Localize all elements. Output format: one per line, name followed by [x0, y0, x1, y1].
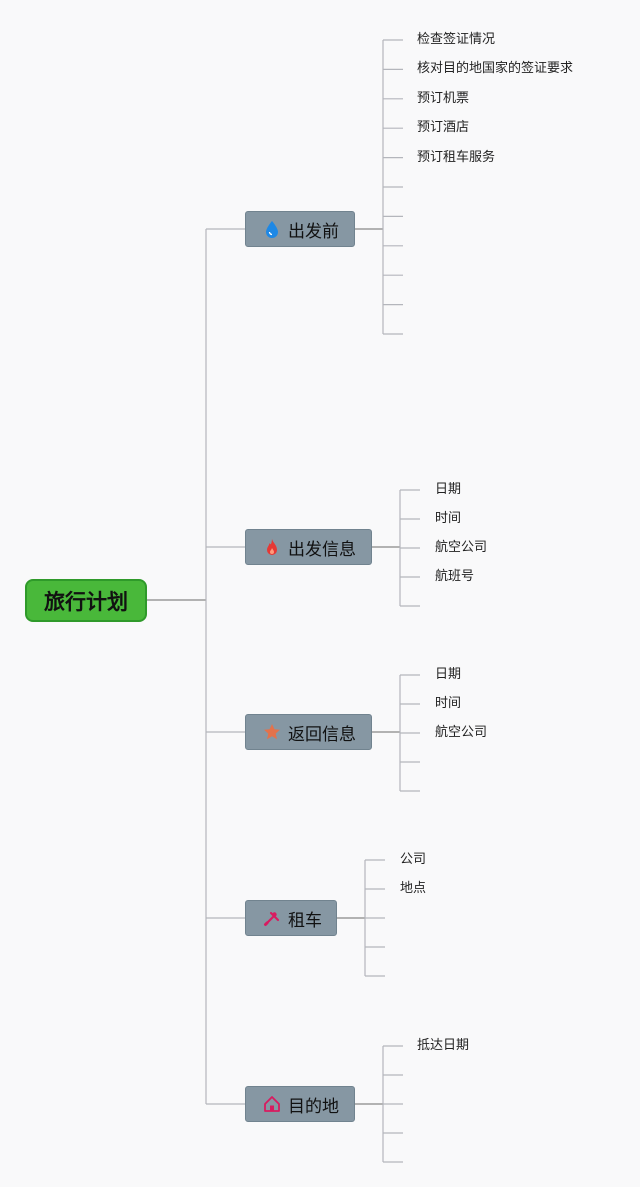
leaf-item[interactable]: 日期	[435, 667, 462, 682]
branch-label: 返回信息	[288, 724, 356, 745]
leaf-item[interactable]: 检查签证情况	[417, 32, 496, 47]
leaf-item[interactable]: 时间	[435, 511, 462, 526]
branch-label: 目的地	[288, 1096, 339, 1117]
leaf-item[interactable]: 抵达日期	[417, 1038, 470, 1053]
leaf-item[interactable]: 航空公司	[435, 725, 488, 740]
leaf-item[interactable]: 日期	[435, 482, 462, 497]
water-drop-icon	[262, 219, 282, 239]
leaf-item[interactable]: 公司	[400, 852, 427, 867]
branch-node[interactable]: 出发前	[245, 211, 355, 247]
tools-icon	[262, 908, 282, 928]
leaf-item[interactable]: 航空公司	[435, 540, 488, 555]
branch-label: 租车	[288, 910, 322, 931]
leaf-item[interactable]: 预订酒店	[417, 120, 470, 136]
root-node[interactable]: 旅行计划	[25, 579, 147, 622]
star-icon	[262, 722, 282, 742]
leaf-item[interactable]: 时间	[435, 696, 462, 711]
home-icon	[262, 1094, 282, 1114]
branch-node[interactable]: 租车	[245, 900, 337, 936]
flame-icon	[262, 537, 282, 557]
branch-label: 出发前	[288, 221, 339, 242]
leaf-item[interactable]: 预订机票	[417, 90, 470, 106]
leaf-item[interactable]: 航班号	[435, 569, 475, 584]
branch-label: 出发信息	[288, 539, 356, 560]
leaf-item[interactable]: 地点	[400, 881, 427, 896]
leaf-item[interactable]: 预订租车服务	[417, 149, 496, 165]
branch-node[interactable]: 返回信息	[245, 714, 372, 750]
branch-node[interactable]: 目的地	[245, 1086, 355, 1122]
leaf-item[interactable]: 核对目的地国家的签证要求	[417, 61, 574, 77]
branch-node[interactable]: 出发信息	[245, 529, 372, 565]
